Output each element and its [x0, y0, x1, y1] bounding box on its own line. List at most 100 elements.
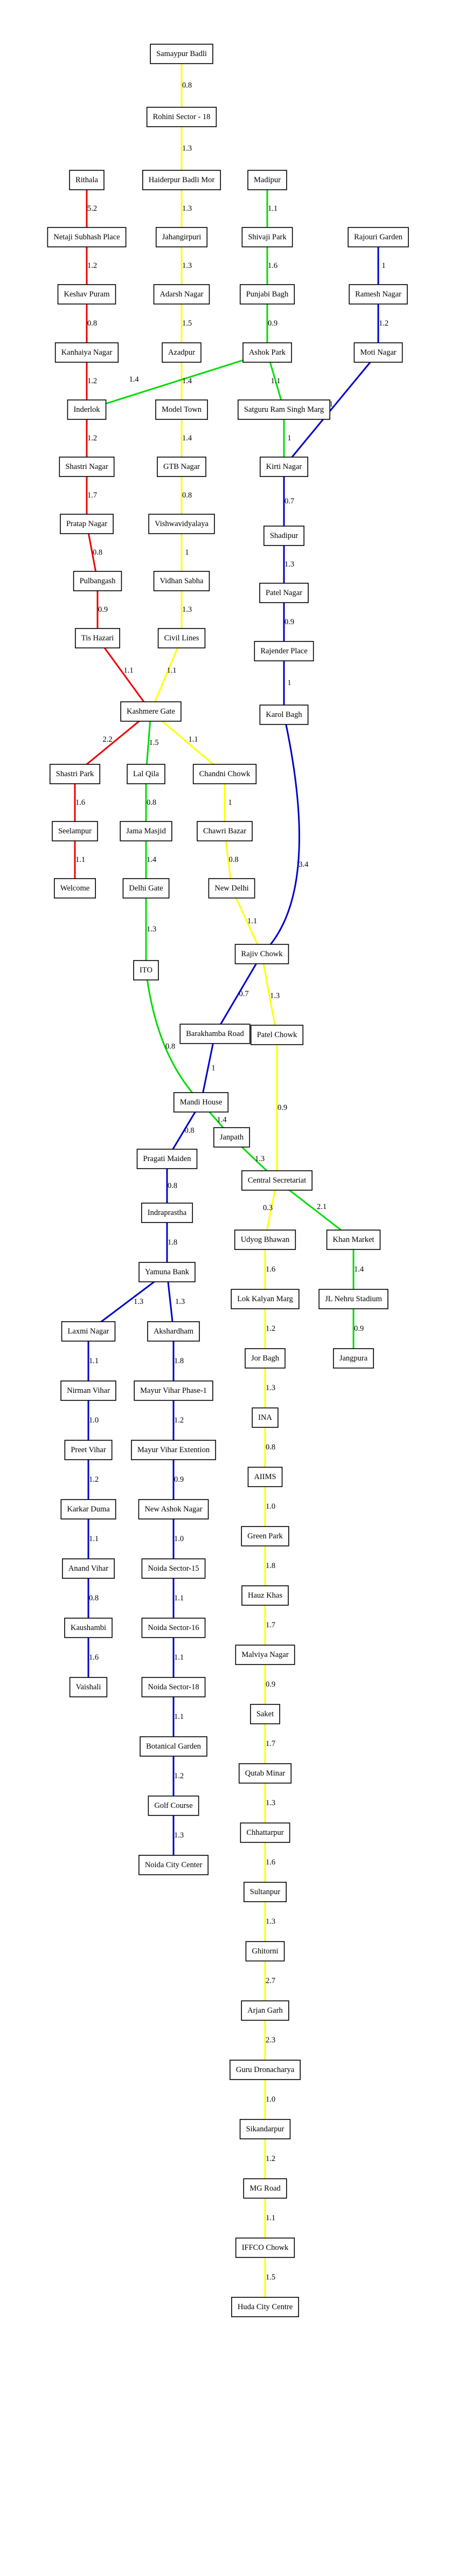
- distance-label: 0.8: [165, 1042, 175, 1051]
- station-label: Madipur: [254, 176, 281, 184]
- station-label: Model Town: [162, 405, 202, 414]
- station-label: Inderlok: [73, 405, 100, 414]
- station-label: Anand Vihar: [68, 1564, 108, 1573]
- station-box: [141, 1618, 206, 1638]
- station-chhattarpur: Chhattarpur: [240, 1822, 290, 1843]
- station-ghitorni: Ghitorni: [245, 1941, 285, 1962]
- distance-label: 2.7: [266, 1977, 275, 1985]
- station-box: [247, 1467, 283, 1487]
- station-box: [259, 705, 309, 725]
- station-label: Rithala: [75, 176, 98, 184]
- station-box: [263, 526, 304, 546]
- station-box: [60, 514, 114, 534]
- distance-label: 1.3: [266, 1799, 275, 1807]
- station-box: [122, 878, 170, 899]
- station-box: [131, 1440, 216, 1460]
- station-box: [136, 1149, 198, 1169]
- station-label: Chandni Chowk: [199, 770, 251, 778]
- station-box: [69, 170, 105, 190]
- station-model-town: Model Town: [155, 399, 208, 420]
- station-box: [155, 399, 208, 420]
- station-label: New Delhi: [214, 884, 248, 893]
- station-box: [239, 284, 295, 305]
- station-label: Pragati Maiden: [143, 1155, 192, 1163]
- distance-label: 1: [211, 1064, 215, 1073]
- distance-label: 1.2: [89, 1475, 99, 1484]
- station-label: Nirman Vihar: [67, 1386, 110, 1395]
- station-label: Punjabi Bagh: [246, 290, 289, 299]
- station-label: Noida Sector-16: [148, 1624, 199, 1632]
- distance-label: 1.5: [182, 319, 192, 328]
- station-noida-sector-16: Noida Sector-16: [141, 1618, 206, 1638]
- station-azadpur: Azadpur: [162, 342, 202, 363]
- station-jama-masjid: Jama Masjid: [120, 821, 172, 841]
- station-box: [252, 1407, 279, 1428]
- station-label: Jahangirpuri: [162, 233, 201, 241]
- distance-label: 1.3: [284, 560, 294, 569]
- station-guru-dronacharya: Guru Dronacharya: [230, 2060, 301, 2080]
- distance-label: 1.6: [266, 1265, 275, 1274]
- station-label: Khan Market: [333, 1235, 374, 1244]
- station-label: Rajender Place: [260, 647, 307, 655]
- distance-label: 1.2: [266, 2154, 275, 2163]
- station-box: [57, 284, 116, 305]
- distance-label: 1.5: [266, 2273, 275, 2282]
- station-box: [148, 1795, 199, 1816]
- station-label: Noida Sector-15: [148, 1564, 199, 1573]
- station-label: Botanical Garden: [146, 1742, 202, 1751]
- station-box: [173, 1092, 229, 1113]
- distance-label: 1.0: [89, 1416, 99, 1425]
- station-new-ashok-nagar: New Ashok Nagar: [138, 1499, 209, 1520]
- distance-label: 0.9: [266, 1680, 275, 1689]
- edges-layer: [74, 54, 379, 2307]
- station-label: Jama Masjid: [126, 827, 166, 835]
- distance-label: 1.1: [174, 1653, 184, 1662]
- station-box: [234, 944, 289, 964]
- station-label: Indraprastha: [148, 1208, 187, 1217]
- distance-label: 1.4: [217, 1116, 227, 1124]
- distance-label: 1.8: [266, 1562, 275, 1570]
- station-anand-vihar: Anand Vihar: [62, 1558, 115, 1579]
- station-chandni-chowk: Chandni Chowk: [192, 764, 257, 784]
- station-label: Barakhamba Road: [186, 1030, 244, 1038]
- station-pratap-nagar: Pratap Nagar: [60, 514, 114, 534]
- station-box: [353, 342, 403, 363]
- station-label: Mandi House: [180, 1098, 223, 1107]
- station-box: [142, 170, 221, 190]
- distance-label: 5.2: [87, 204, 97, 213]
- station-label: Vaishali: [76, 1683, 101, 1691]
- station-green-park: Green Park: [241, 1526, 289, 1546]
- station-shastri-park: Shastri Park: [49, 764, 101, 784]
- distance-label: 1.0: [266, 1502, 275, 1511]
- station-box: [238, 1763, 292, 1784]
- station-janpath: Janpath: [213, 1127, 250, 1148]
- distance-label: 1.4: [182, 434, 192, 443]
- station-label: Ramesh Nagar: [355, 290, 401, 299]
- station-label: Adarsh Nagar: [160, 290, 204, 299]
- edge-blue-rajiv-chowk-to-barakhamba-road: [214, 954, 263, 1034]
- station-box: [242, 342, 292, 363]
- station-madipur: Madipur: [247, 170, 287, 190]
- station-box: [241, 1526, 289, 1546]
- station-rajiv-chowk: Rajiv Chowk: [234, 944, 289, 964]
- station-label: Delhi Gate: [129, 884, 163, 893]
- station-label: Patel Chowk: [257, 1031, 297, 1039]
- station-udyog-bhawan: Udyog Bhawan: [234, 1230, 296, 1250]
- distance-label: 1.1: [266, 2214, 275, 2222]
- station-label: Pratap Nagar: [66, 520, 107, 528]
- station-label: Guru Dronacharya: [236, 2066, 295, 2074]
- station-label: AIIMS: [254, 1473, 276, 1481]
- station-box: [241, 227, 293, 247]
- station-label: Saket: [256, 1710, 274, 1718]
- distance-label: 1.8: [174, 1357, 184, 1365]
- station-label: Hauz Khas: [248, 1591, 282, 1600]
- station-box: [138, 1499, 209, 1520]
- distance-label: 0.8: [182, 491, 192, 500]
- station-shivaji-park: Shivaji Park: [241, 227, 293, 247]
- station-box: [197, 821, 253, 841]
- station-box: [155, 227, 208, 247]
- station-sultanpur: Sultanpur: [244, 1882, 287, 1902]
- station-box: [192, 764, 257, 784]
- station-box: [133, 960, 159, 980]
- distance-label: 0.8: [182, 81, 192, 90]
